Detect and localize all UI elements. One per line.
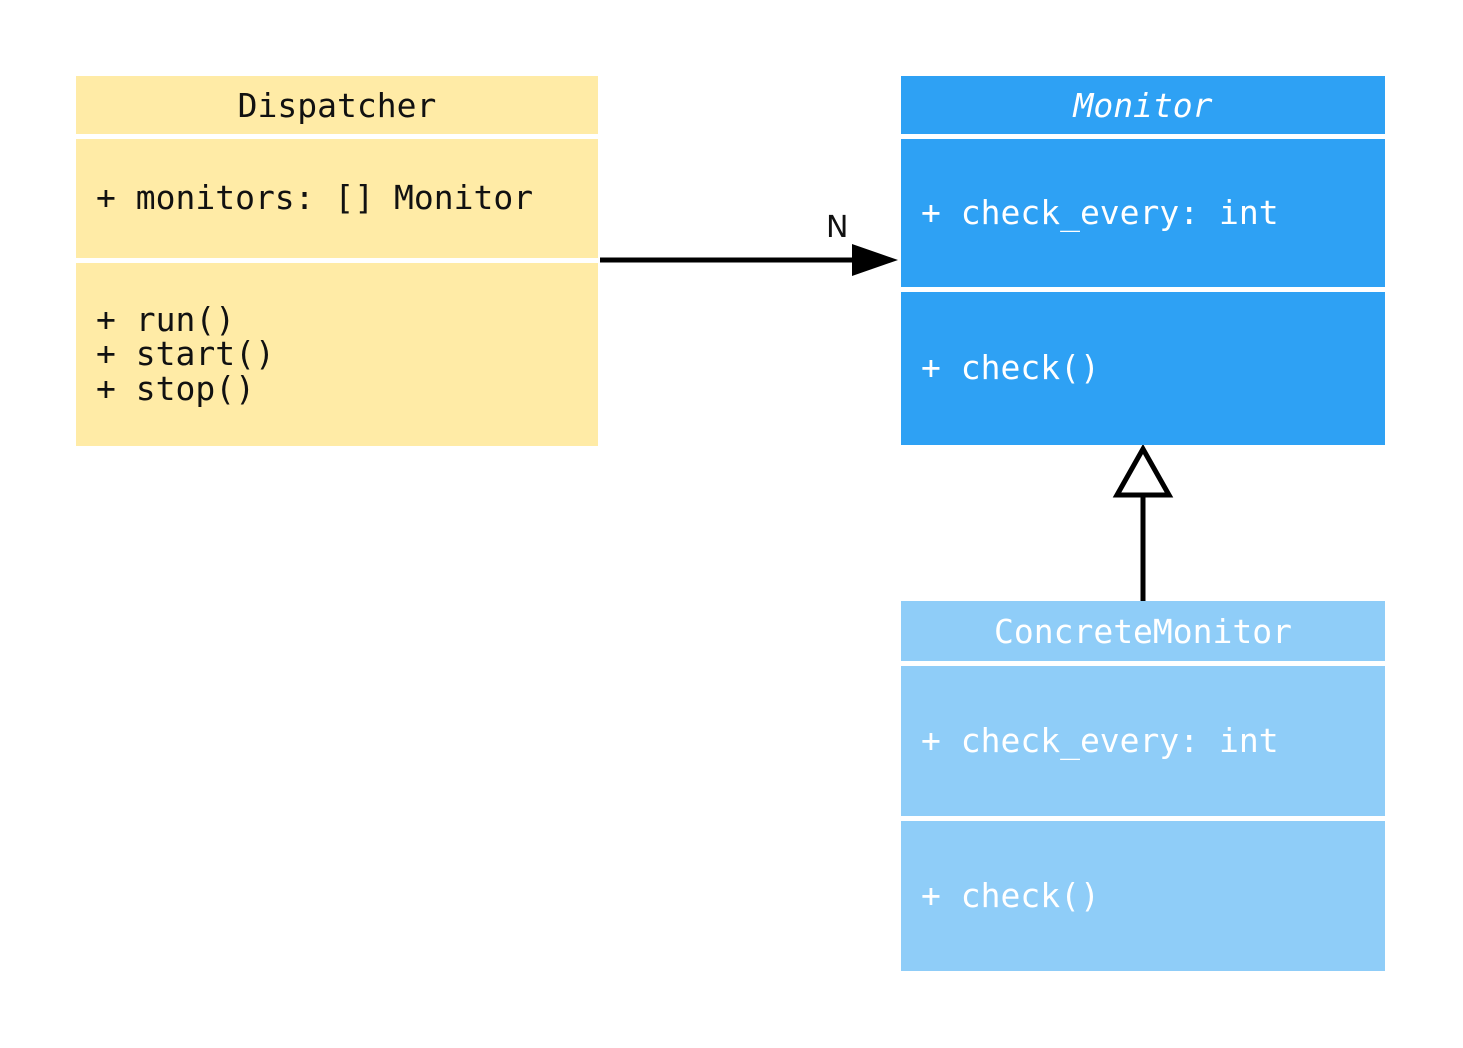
method: + check() [921, 875, 1100, 915]
class-title: Dispatcher [76, 76, 598, 134]
method: + run() [96, 299, 236, 339]
attribute: + monitors: [] Monitor [96, 178, 534, 218]
attribute: + check_every: int [921, 192, 1279, 232]
method: + start() [96, 334, 275, 374]
class-box-dispatcher: Dispatcher + monitors: [] Monitor + run(… [76, 76, 598, 446]
class-box-monitor: Monitor + check_every: int + check() [901, 76, 1385, 445]
class-title: ConcreteMonitor [901, 601, 1385, 661]
class-title: Monitor [901, 76, 1385, 134]
class-attributes: + check_every: int [901, 139, 1385, 287]
class-methods: + run() + start() + stop() [76, 263, 598, 446]
method: + check() [921, 348, 1100, 388]
inheritance-triangle-icon [1112, 443, 1174, 498]
class-box-concrete-monitor: ConcreteMonitor + check_every: int + che… [901, 601, 1385, 971]
association-arrowhead-icon [852, 244, 898, 276]
class-attributes: + check_every: int [901, 666, 1385, 816]
class-attributes: + monitors: [] Monitor [76, 139, 598, 258]
method: + stop() [96, 368, 255, 408]
class-methods: + check() [901, 292, 1385, 445]
association-multiplicity-label: N [826, 210, 849, 245]
class-methods: + check() [901, 821, 1385, 971]
attribute: + check_every: int [921, 720, 1279, 760]
